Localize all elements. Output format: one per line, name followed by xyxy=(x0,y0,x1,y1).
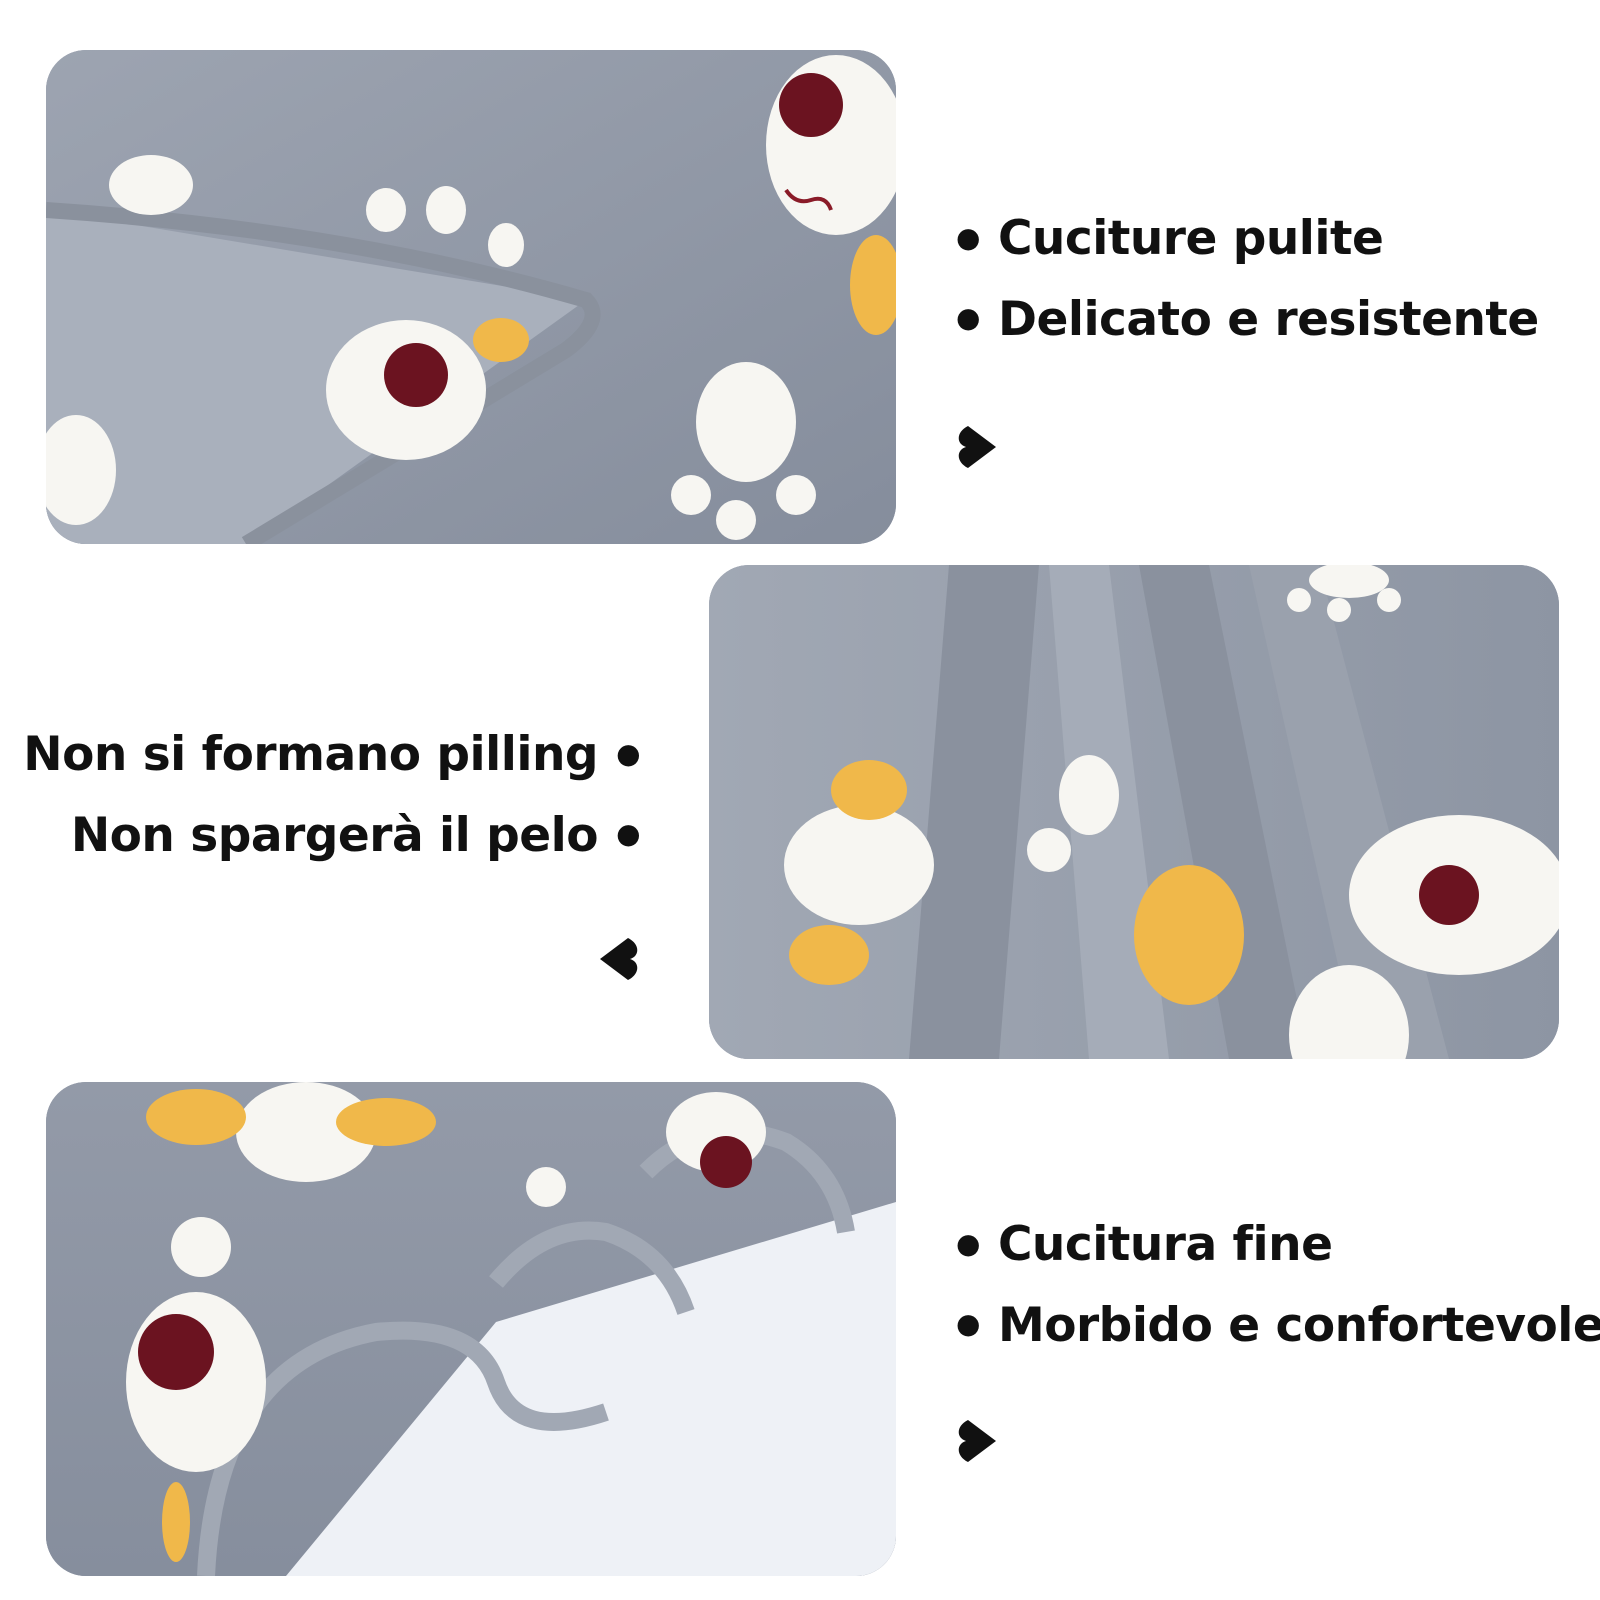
feature-item: Cuciture pulite xyxy=(956,200,1539,281)
blanket-photo-folds xyxy=(709,565,1559,1059)
blanket-folds-illustration xyxy=(709,565,1559,1059)
feature-item: Non spargerà il pelo xyxy=(23,797,640,878)
feature-item: Morbido e confortevole xyxy=(956,1287,1600,1368)
heart-icon xyxy=(958,424,998,470)
feature-list-2: Non si formano pilling Non spargerà il p… xyxy=(23,716,640,877)
feature-list-1: Cuciture pulite Delicato e resistente xyxy=(956,200,1539,361)
feature-list-3: Cucitura fine Morbido e confortevole xyxy=(956,1206,1600,1367)
blanket-edge-illustration xyxy=(46,50,896,544)
feature-item: Cucitura fine xyxy=(956,1206,1600,1287)
blanket-photo-rolls xyxy=(46,1082,896,1576)
heart-icon xyxy=(958,1418,998,1464)
feature-item: Non si formano pilling xyxy=(23,716,640,797)
blanket-rolls-illustration xyxy=(46,1082,896,1576)
heart-icon xyxy=(598,936,638,982)
blanket-photo-edge xyxy=(46,50,896,544)
feature-item: Delicato e resistente xyxy=(956,281,1539,362)
